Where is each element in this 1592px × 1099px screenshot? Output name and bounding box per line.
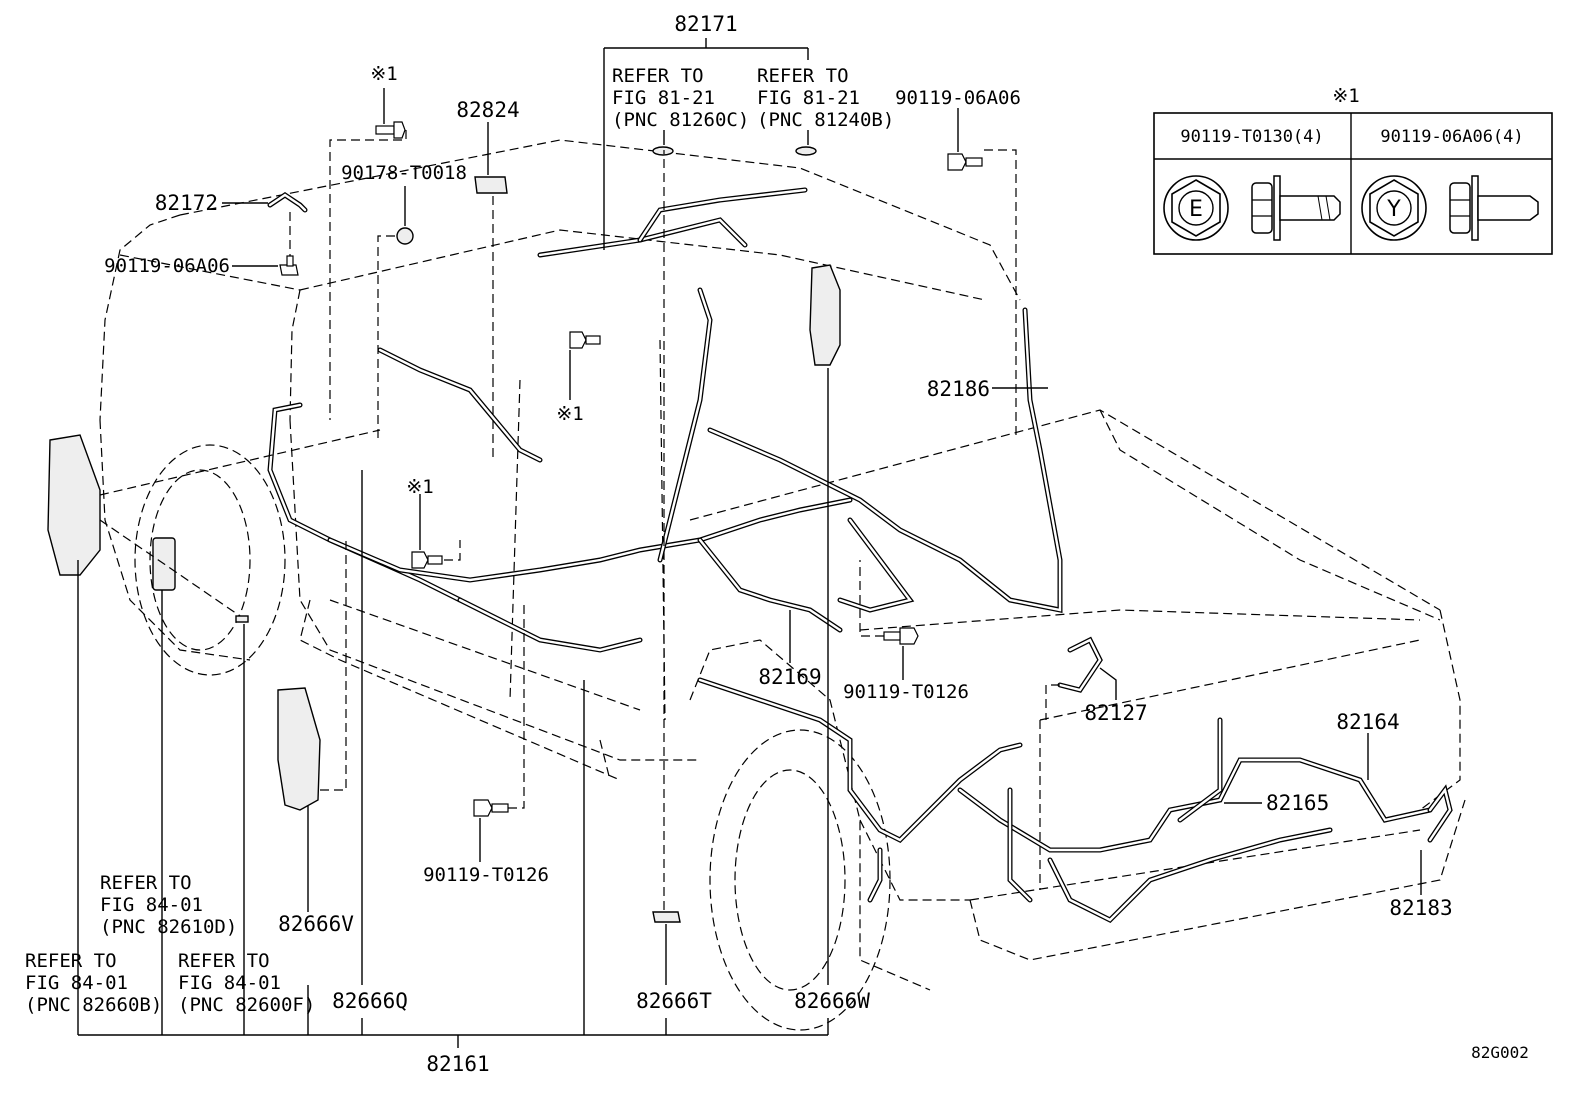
label-82172: 82172 xyxy=(155,191,218,215)
svg-text:REFER TO: REFER TO xyxy=(25,950,117,972)
junction-block-left xyxy=(47,434,101,576)
table-mark: ※1 xyxy=(1332,85,1359,107)
label-82183: 82183 xyxy=(1389,896,1452,920)
bolt-mark1-top-icon xyxy=(375,121,406,139)
label-90119-T0126-low: 90119-T0126 xyxy=(423,864,549,886)
svg-text:FIG 84-01: FIG 84-01 xyxy=(178,972,281,994)
label-82169: 82169 xyxy=(758,665,821,689)
part-82824 xyxy=(474,176,508,194)
label-82824: 82824 xyxy=(456,98,519,122)
svg-text:FIG 81-21: FIG 81-21 xyxy=(757,87,860,109)
svg-text:E: E xyxy=(1189,197,1203,222)
ref-82610D: REFER TO FIG 84-01 (PNC 82610D) xyxy=(100,872,237,938)
svg-text:REFER TO: REFER TO xyxy=(100,872,192,894)
svg-text:REFER TO: REFER TO xyxy=(612,65,704,87)
svg-text:FIG 84-01: FIG 84-01 xyxy=(100,894,203,916)
label-90119-T0126-mid: 90119-T0126 xyxy=(843,681,969,703)
label-90119-06A06-left: 90119-06A06 xyxy=(104,255,230,277)
svg-text:REFER TO: REFER TO xyxy=(757,65,849,87)
grommet-81240B xyxy=(795,146,817,156)
table-col2-header: 90119-06A06(4) xyxy=(1380,127,1523,147)
label-82165: 82165 xyxy=(1266,791,1329,815)
components xyxy=(47,146,841,923)
bolt-90119-06A06-top-icon xyxy=(947,153,983,171)
table-col1-header: 90119-T0130(4) xyxy=(1180,127,1323,147)
label-mark1-left: ※1 xyxy=(406,476,433,498)
bracket-82666V xyxy=(277,687,321,811)
label-82164: 82164 xyxy=(1336,710,1399,734)
label-90178-T0018: 90178-T0018 xyxy=(341,162,467,184)
label-82666W: 82666W xyxy=(794,989,870,1013)
ref-82600F: REFER TO FIG 84-01 (PNC 82600F) xyxy=(178,950,315,1016)
label-mark1-mid: ※1 xyxy=(556,403,583,425)
bolts xyxy=(279,121,983,817)
part-labels: 82171 REFER TO FIG 81-21 (PNC 81260C) RE… xyxy=(25,12,1529,1076)
connector-82600F xyxy=(235,615,249,623)
truck-body-outline xyxy=(99,139,1466,1031)
svg-text:REFER TO: REFER TO xyxy=(178,950,270,972)
svg-text:(PNC 82600F): (PNC 82600F) xyxy=(178,994,315,1016)
svg-text:FIG 81-21: FIG 81-21 xyxy=(612,87,715,109)
bolt-head-Y-icon: Y xyxy=(1361,175,1427,241)
wiring-harness-lines xyxy=(267,187,1453,924)
ref-82660B: REFER TO FIG 84-01 (PNC 82660B) xyxy=(25,950,162,1016)
part-82666T xyxy=(652,911,681,923)
leader-lines xyxy=(77,38,1422,1048)
label-90119-06A06-top: 90119-06A06 xyxy=(895,87,1021,109)
bolt-mark1-mid-icon xyxy=(569,331,601,349)
bolt-side-Y-icon xyxy=(1449,175,1539,241)
label-82171: 82171 xyxy=(674,12,737,36)
bolt-90119-T0126-mid-icon xyxy=(883,627,919,645)
bolt-90119-06A06-left-icon xyxy=(279,255,299,276)
label-mark1-top: ※1 xyxy=(370,63,397,85)
bolt-side-E-icon xyxy=(1251,175,1341,241)
grommet-81260C xyxy=(652,146,674,156)
label-82127: 82127 xyxy=(1084,701,1147,725)
bolt-mark1-left-icon xyxy=(411,551,443,569)
clip-90178-T0018 xyxy=(396,227,414,245)
ref-81260C: REFER TO FIG 81-21 (PNC 81260C) xyxy=(612,65,749,131)
svg-text:(PNC 81260C): (PNC 81260C) xyxy=(612,109,749,131)
ref-81240B: REFER TO FIG 81-21 (PNC 81240B) xyxy=(757,65,894,131)
label-82666Q: 82666Q xyxy=(332,989,408,1013)
svg-text:(PNC 81240B): (PNC 81240B) xyxy=(757,109,894,131)
svg-text:(PNC 82610D): (PNC 82610D) xyxy=(100,916,237,938)
bolt-head-E-icon: E xyxy=(1163,175,1229,241)
bracket-82666W xyxy=(809,264,841,366)
svg-text:(PNC 82660B): (PNC 82660B) xyxy=(25,994,162,1016)
svg-text:FIG 84-01: FIG 84-01 xyxy=(25,972,128,994)
bolt-90119-T0126-low-icon xyxy=(473,799,509,817)
label-82666V: 82666V xyxy=(278,912,354,936)
label-82666T: 82666T xyxy=(636,989,712,1013)
label-82186: 82186 xyxy=(927,377,990,401)
svg-text:Y: Y xyxy=(1386,197,1401,222)
label-82161: 82161 xyxy=(426,1052,489,1076)
figure-code: 82G002 xyxy=(1471,1043,1529,1062)
bolt-reference-table: ※1 90119-T0130(4) 90119-06A06(4) E Y xyxy=(1153,85,1553,255)
